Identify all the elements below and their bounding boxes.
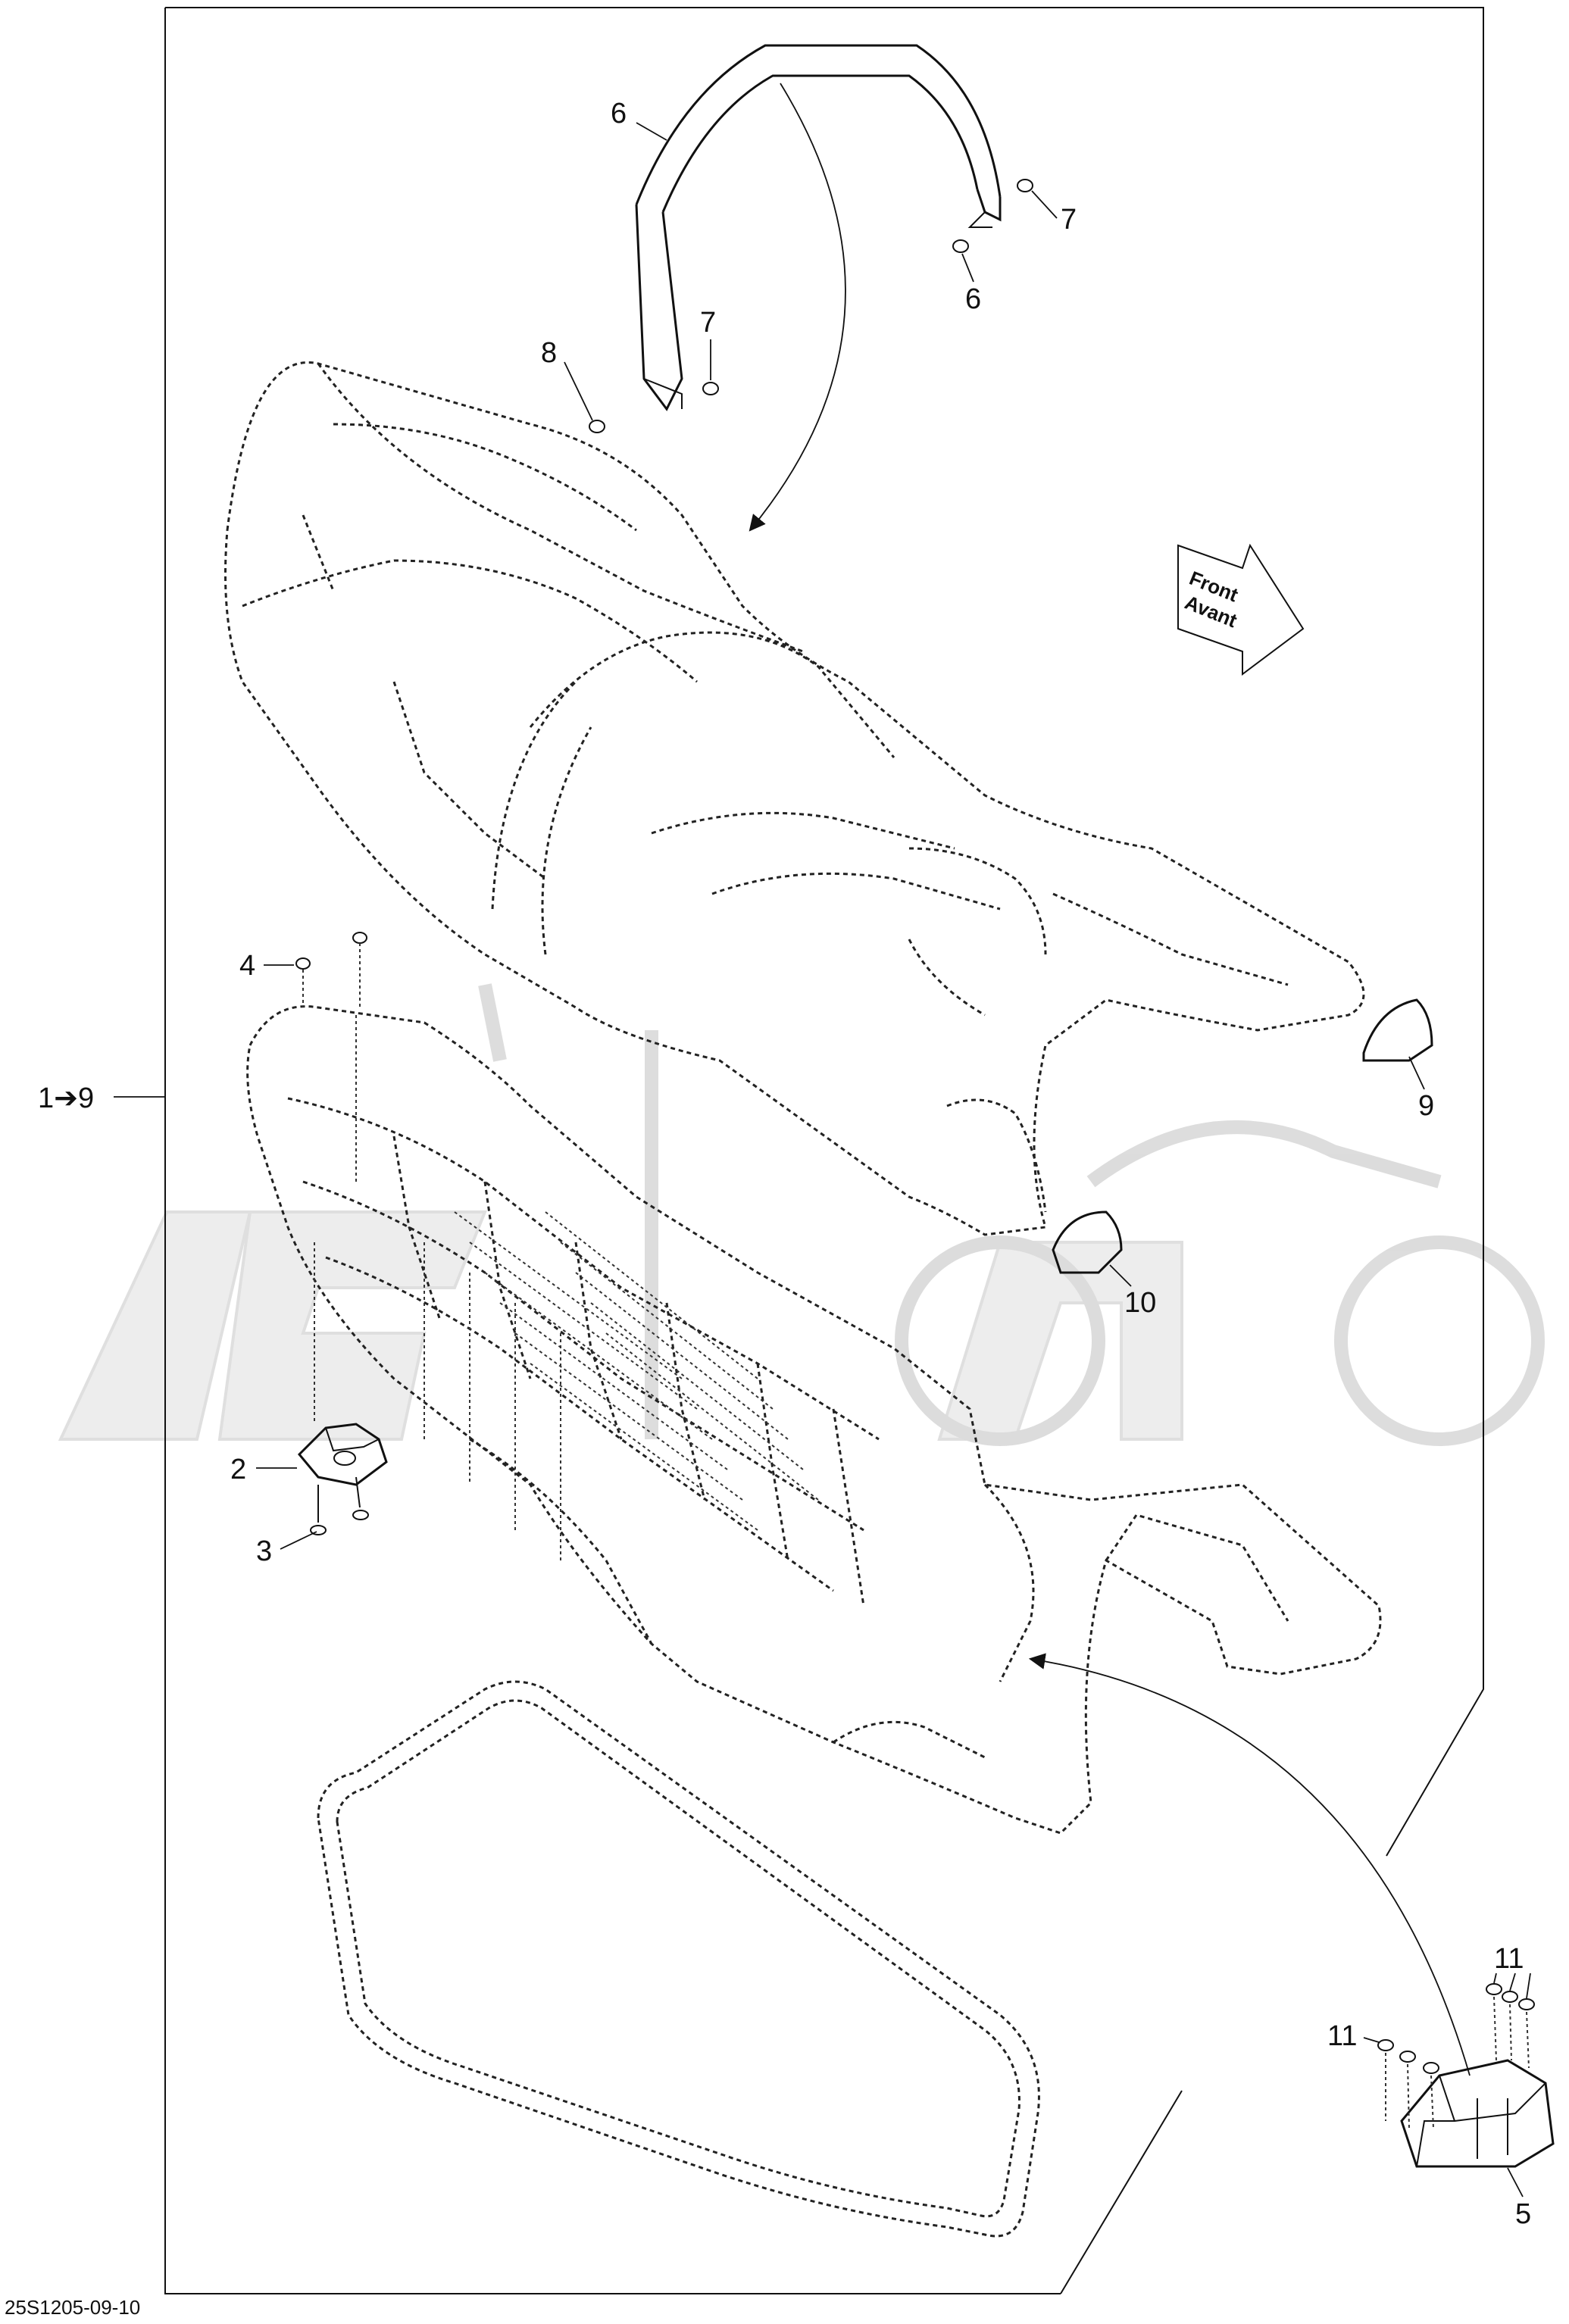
front-direction-arrow — [1177, 543, 1305, 676]
range-label: 1➔9 — [38, 1082, 94, 1114]
leader-3 — [280, 1531, 317, 1550]
latch-bracket — [297, 1015, 388, 1535]
seat-seal — [317, 1680, 1040, 2238]
leader-7-right — [1031, 190, 1058, 219]
callout-3: 3 — [256, 1535, 272, 1567]
assembly-arrow-handle — [749, 83, 846, 532]
assembly-arrow-hinge — [1028, 1653, 1471, 2076]
pad-9 — [1362, 998, 1433, 1062]
handle-fasteners — [589, 179, 1033, 433]
callout-6-right: 6 — [965, 283, 981, 315]
callout-4: 4 — [239, 950, 255, 982]
pad-8 — [1052, 1210, 1123, 1274]
callout-11-lower: 11 — [1327, 2020, 1357, 2052]
callout-11-upper: 11 — [1494, 1943, 1524, 1975]
watermark-logo — [58, 983, 1545, 1446]
washers — [295, 932, 367, 1007]
panel-border — [164, 7, 1484, 2294]
leader-5 — [636, 122, 667, 141]
callout-7-left: 8 — [541, 337, 557, 369]
callout-8: 10 — [1124, 1287, 1156, 1319]
callout-9: 9 — [1418, 1090, 1434, 1122]
leader-11-upper — [1493, 1973, 1531, 1999]
callout-2: 2 — [230, 1454, 246, 1485]
leader-10 — [1507, 2167, 1524, 2197]
panel-border-lower — [1060, 2090, 1183, 2294]
grab-handle — [635, 44, 1002, 411]
callout-7-right: 7 — [1061, 204, 1077, 236]
seat-cushion — [224, 361, 1365, 1236]
callout-10: 5 — [1515, 2198, 1531, 2230]
drawing-code: 25S1205-09-10 — [5, 2296, 140, 2319]
seat-base — [246, 1005, 1382, 1835]
callout-6-left: 7 — [700, 307, 716, 339]
leader-9 — [1408, 1056, 1425, 1090]
leader-8 — [1109, 1264, 1132, 1287]
leader-11-lower — [1363, 2037, 1380, 2043]
leader-7-left — [564, 361, 593, 421]
leader-6-right — [961, 253, 974, 283]
callout-5: 6 — [611, 98, 627, 130]
hinge-block — [1377, 1983, 1555, 2168]
